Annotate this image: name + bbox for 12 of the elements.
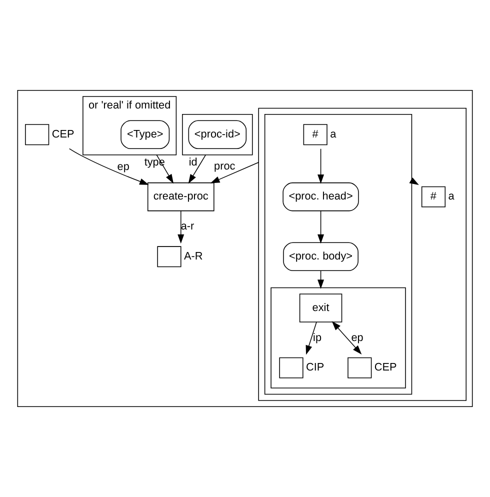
edge-label: id [188,156,198,169]
node-label: A-R [184,250,203,263]
node-label: CIP [306,362,324,374]
edge-label: ep [351,332,364,344]
edge-label: ip [313,332,322,344]
node-label: CEP [52,128,74,141]
edge-label: a-r [180,220,194,233]
node-label: a [448,190,454,203]
node-label: a [330,128,336,141]
edge-label: ep [117,160,130,173]
edge-label: proc [214,160,236,173]
node-label: CEP [374,362,397,374]
